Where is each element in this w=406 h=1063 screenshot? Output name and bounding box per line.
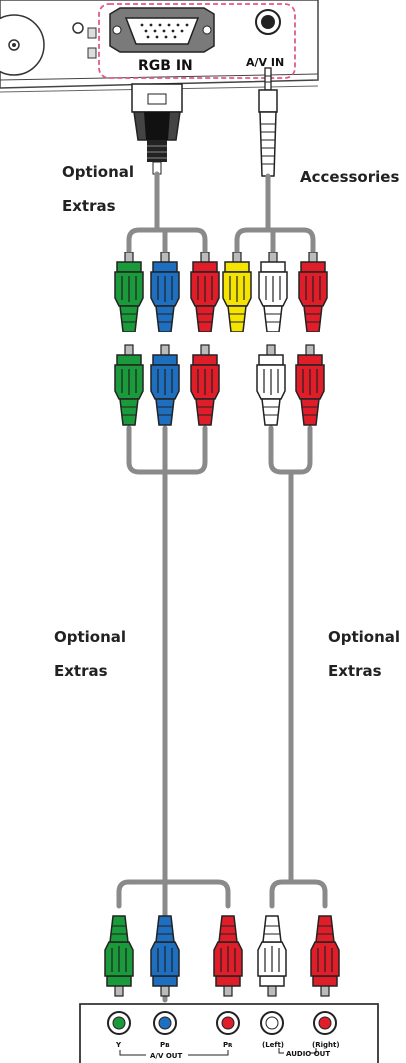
optional-extras-line2: Extras	[54, 662, 108, 680]
port-highlight	[98, 3, 296, 79]
jack-label-pb: Pʙ	[160, 1041, 170, 1049]
green-plug	[114, 252, 144, 332]
red-plug	[298, 252, 328, 332]
blue-plug	[150, 252, 180, 332]
white-plug	[257, 915, 287, 997]
optional-extras-label-right: Optional Extras	[328, 620, 400, 688]
cables	[116, 171, 328, 1003]
av-cable-plug	[258, 67, 278, 177]
optional-extras-line1: Optional	[54, 628, 127, 646]
red-plug	[190, 344, 220, 426]
rgb-in-port	[109, 7, 215, 53]
output-jacks	[107, 1011, 337, 1035]
red-plug	[213, 915, 243, 997]
jack-label-pr: Pʀ	[223, 1041, 233, 1049]
white-plug	[256, 344, 286, 426]
optional-extras-line1: Optional	[62, 163, 135, 181]
av-in-port	[255, 9, 281, 35]
blue-plug	[150, 344, 180, 426]
red-plug	[310, 915, 340, 997]
optional-extras-line1: Optional	[328, 628, 401, 646]
jack-label-y: Y	[115, 1041, 122, 1049]
av-in-label: A/V IN	[246, 56, 284, 69]
group-label-av-out: A/V OUT	[150, 1052, 182, 1060]
accessories-label: Accessories	[300, 168, 400, 186]
red-plug	[295, 344, 325, 426]
rgb-cable-plug	[131, 83, 183, 175]
group-label-audio-out: AUDIO OUT	[286, 1050, 330, 1058]
optional-extras-line2: Extras	[62, 197, 116, 215]
jack-label-right: (Right)	[312, 1041, 340, 1049]
green-plug	[114, 344, 144, 426]
blue-plug	[150, 915, 180, 997]
focus-dial-icon	[0, 14, 45, 76]
red-plug	[190, 252, 220, 332]
middle-plug-row	[114, 344, 325, 426]
top-plug-row	[114, 252, 328, 332]
jack-label-left: (Left)	[262, 1041, 284, 1049]
optional-extras-label-top: Optional Extras	[62, 155, 134, 223]
green-plug	[104, 915, 134, 997]
white-plug	[258, 252, 288, 332]
yellow-plug	[222, 252, 252, 332]
group-brackets	[119, 1048, 317, 1056]
bottom-plug-row	[104, 915, 340, 997]
optional-extras-line2: Extras	[328, 662, 382, 680]
rgb-in-label: RGB IN	[138, 58, 193, 74]
indicator-icon	[72, 22, 84, 34]
optional-extras-label-left: Optional Extras	[54, 620, 126, 688]
source-device	[79, 1003, 379, 1063]
